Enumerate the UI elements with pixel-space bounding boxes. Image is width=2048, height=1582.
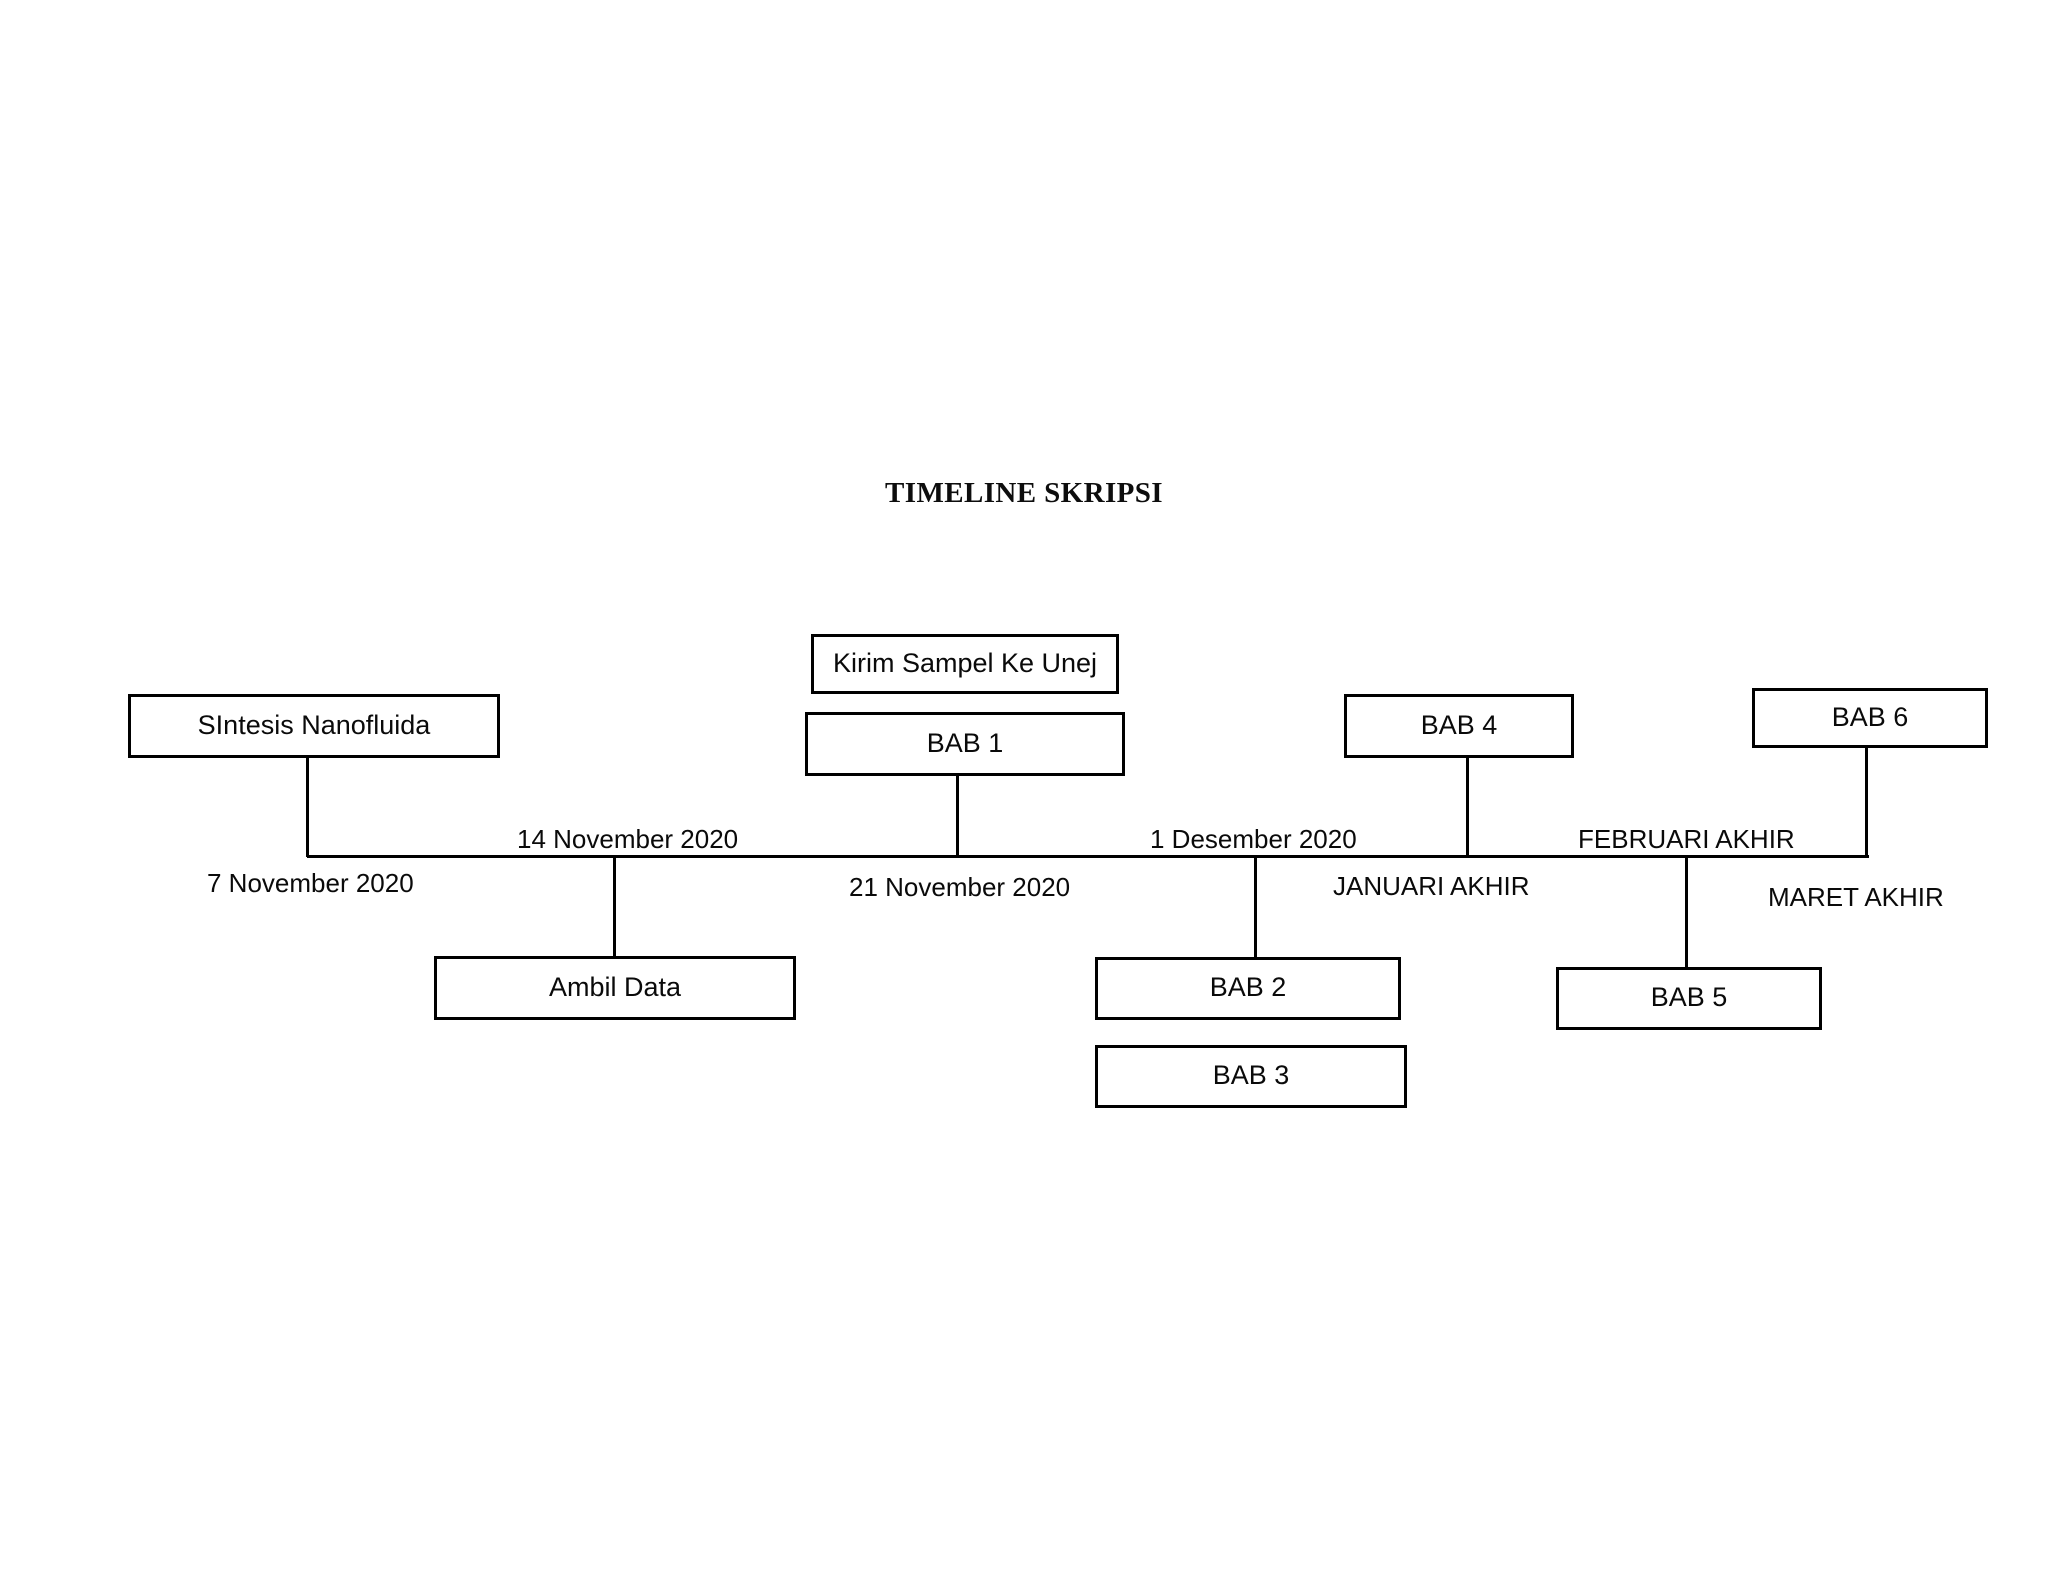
date-label-januari-akhir: JANUARI AKHIR — [1330, 873, 1533, 899]
box-label-kirim-sampel-ke-unej: Kirim Sampel Ke Unej — [832, 647, 1098, 678]
date-label-14-november-2020: 14 November 2020 — [514, 826, 742, 852]
box-bab4[interactable]: BAB 4 — [1344, 694, 1574, 758]
box-sintesis-nanofluida[interactable]: SIntesis Nanofluida — [128, 694, 500, 758]
box-label-ambil-data: Ambil Data — [548, 971, 682, 1002]
date-label-maret-akhir: MARET AKHIR — [1765, 884, 1947, 910]
box-bab5[interactable]: BAB 5 — [1556, 967, 1822, 1030]
date-label-7-november-2020: 7 November 2020 — [204, 870, 417, 896]
connector-bab1 — [956, 775, 959, 857]
connector-bab6 — [1865, 747, 1868, 857]
box-kirim-sampel-ke-unej[interactable]: Kirim Sampel Ke Unej — [811, 634, 1119, 694]
box-ambil-data[interactable]: Ambil Data — [434, 956, 796, 1020]
box-label-bab3: BAB 3 — [1212, 1060, 1290, 1090]
connector-bab4 — [1466, 757, 1469, 857]
box-label-bab6: BAB 6 — [1831, 701, 1909, 732]
box-label-sintesis-nanofluida: SIntesis Nanofluida — [197, 709, 431, 740]
connector-sintesis-nanofluida — [306, 757, 309, 857]
date-label-februari-akhir: FEBRUARI AKHIR — [1575, 826, 1798, 852]
timeline-axis — [307, 855, 1869, 858]
box-label-bab2: BAB 2 — [1209, 972, 1287, 1002]
box-label-bab1: BAB 1 — [926, 727, 1004, 758]
box-label-bab5: BAB 5 — [1650, 982, 1728, 1012]
date-label-21-november-2020: 21 November 2020 — [846, 874, 1074, 900]
connector-ambil-data — [613, 856, 616, 956]
box-bab1[interactable]: BAB 1 — [805, 712, 1125, 776]
connector-bab2 — [1254, 856, 1257, 957]
box-bab2[interactable]: BAB 2 — [1095, 957, 1401, 1020]
box-bab3[interactable]: BAB 3 — [1095, 1045, 1407, 1108]
page-title: TIMELINE SKRIPSI — [885, 477, 1163, 509]
connector-bab5 — [1685, 856, 1688, 967]
box-label-bab4: BAB 4 — [1420, 709, 1498, 740]
box-bab6[interactable]: BAB 6 — [1752, 688, 1988, 748]
date-label-1-desember-2020: 1 Desember 2020 — [1147, 826, 1360, 852]
